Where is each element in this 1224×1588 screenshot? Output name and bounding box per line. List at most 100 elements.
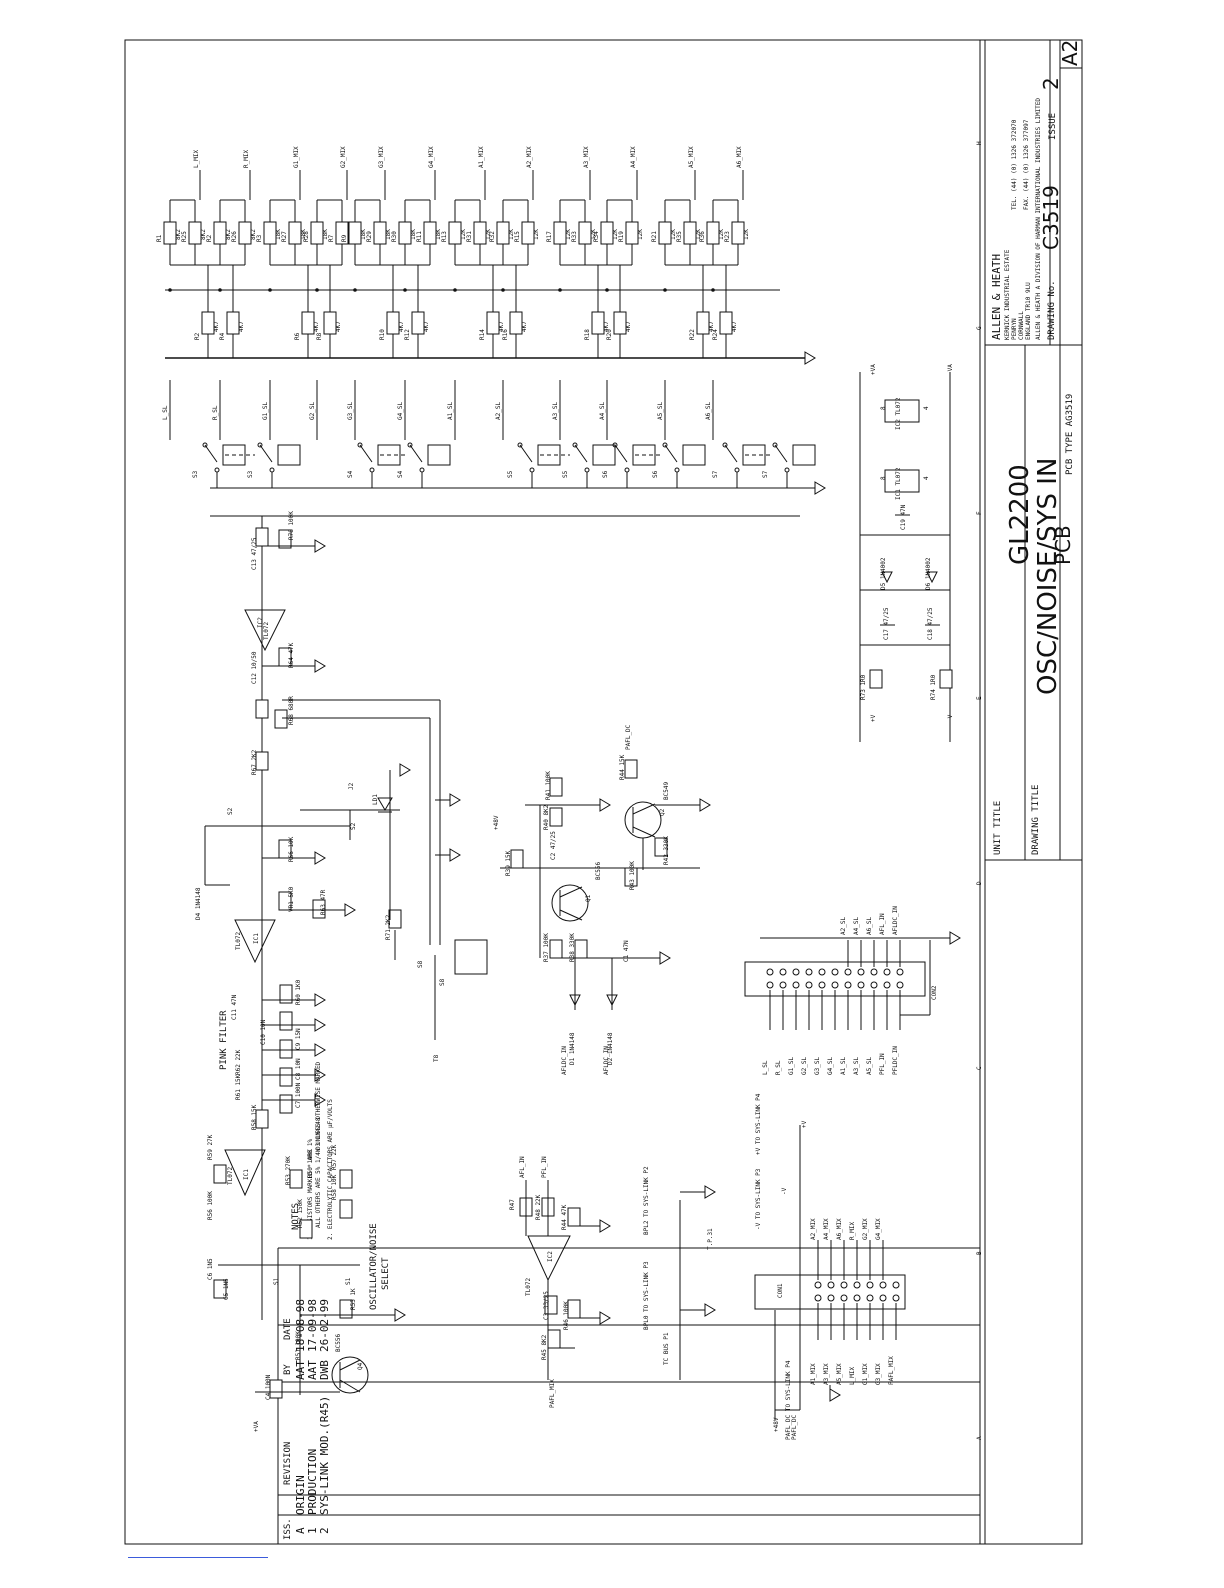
- ic-label: IC1: [253, 933, 260, 944]
- switch-contact: [734, 467, 740, 473]
- osc-component-label: R51 100K: [295, 1331, 302, 1360]
- con2-pin: [831, 968, 839, 976]
- con2-pin-label: R_SL: [775, 1060, 782, 1075]
- mix-output-label: A6_MIX: [736, 146, 743, 168]
- con2-pin-b-label: AFL_IN: [879, 913, 886, 935]
- pfl-component-label: R40 8K2: [543, 804, 550, 830]
- ground-arrow: [344, 903, 356, 917]
- grid-letter: C: [976, 1066, 983, 1070]
- mid-resistor-ref: R6: [294, 332, 301, 340]
- junction-dot: [663, 288, 667, 292]
- junction-dot: [711, 288, 715, 292]
- mid-resistor-ref: R8: [316, 332, 323, 340]
- sl-input-label: G1_SL: [262, 402, 269, 420]
- ground-arrow: [599, 798, 611, 812]
- con1-pin-label: A3_MIX: [823, 1363, 830, 1385]
- top-resistor-value: 12K: [637, 229, 644, 240]
- mix-output-label: L_MIX: [193, 150, 200, 168]
- con1-pin-label: L_MIX: [849, 1367, 856, 1385]
- osc-component-label: D4 1N4148: [195, 887, 202, 920]
- osc-component-label: C11 47N: [231, 994, 238, 1020]
- osc-component-label: R60 1K0: [295, 979, 302, 1005]
- switch-ref: S4: [397, 470, 404, 478]
- con1-pin-b-label: A6_MIX: [836, 1218, 843, 1240]
- power-component-label: C19 47N: [900, 504, 907, 530]
- rev-row-1-iss: A: [294, 1527, 307, 1534]
- q4-transistor-symbol: [331, 1356, 369, 1394]
- rev-header-date: DATE: [283, 1318, 293, 1340]
- con2-pin: [896, 968, 904, 976]
- top-resistor-value: 18K: [435, 229, 442, 240]
- ground-arrow: [829, 1388, 841, 1402]
- osc-component-label: R66 10K: [288, 836, 295, 862]
- con2-pin: [870, 981, 878, 989]
- mid-resistor-value: 4K7: [603, 321, 610, 332]
- select-label: SELECT: [381, 1257, 391, 1290]
- con2-pin: [896, 981, 904, 989]
- junction-dot: [353, 288, 357, 292]
- con1-pin: [840, 1294, 848, 1302]
- mid-resistor-value: 4K7: [731, 321, 738, 332]
- switch-contact: [624, 467, 630, 473]
- switch-blade: [724, 444, 738, 463]
- switch-contact: [517, 442, 523, 448]
- ground-arrow: [394, 1308, 406, 1322]
- sl-input-label: R_SL: [212, 405, 219, 420]
- sl-input-label: G3_SL: [347, 402, 354, 420]
- con1-pin: [827, 1281, 835, 1289]
- top-resistor-value: 12K: [695, 229, 702, 240]
- con1-pin: [853, 1294, 861, 1302]
- grid-letter: H: [976, 141, 983, 145]
- pfl-component-label: R41 100K: [545, 771, 552, 800]
- q4-ref-label: Q4: [357, 1362, 364, 1370]
- switch-contact: [214, 467, 220, 473]
- ic-label: IC2: [257, 617, 264, 628]
- power-ic-label: IC2 TL072: [895, 397, 902, 430]
- top-resistor-ref: R23: [724, 231, 731, 242]
- ic2-component-label: C3 33/25: [543, 1291, 550, 1320]
- osc-component-label: R55 1K: [350, 1288, 357, 1310]
- syslink-label: BPL0 TO SYS-LINK P3: [643, 1261, 650, 1330]
- osc-switch-label: S8: [417, 960, 424, 968]
- switch-ref: S5: [562, 470, 569, 478]
- mid-resistor-value: 4K7: [625, 321, 632, 332]
- rail-label: +V: [870, 714, 877, 722]
- mid-resistor-value: 4K7: [213, 321, 220, 332]
- osc-component-label: C8 10N: [295, 1058, 302, 1080]
- ic2-component-label: R45 8K2: [541, 1334, 548, 1360]
- con2-pin-label: G2_SL: [801, 1057, 808, 1075]
- top-resistor-value: 12K: [670, 229, 677, 240]
- top-resistor-value: 12K: [533, 229, 540, 240]
- ground-arrow: [449, 848, 461, 862]
- top-resistor-ref: R34: [593, 231, 600, 242]
- ground-arrow: [314, 1018, 326, 1032]
- ic-pin-label: 8: [880, 406, 887, 410]
- ground-arrow: [314, 539, 326, 553]
- con2-pin: [779, 968, 787, 976]
- top-resistor-ref: R17: [546, 231, 553, 242]
- sl-input-label: A1_SL: [447, 402, 454, 420]
- top-resistor-ref: R26: [231, 231, 238, 242]
- mix-output-label: G4_MIX: [428, 146, 435, 168]
- ic-pin-label: 8: [880, 476, 887, 480]
- osc-component-label: D3 1N4148: [315, 1117, 322, 1150]
- osc-component-label: R52 150K: [297, 1199, 304, 1228]
- q1-transistor-symbol: [551, 884, 589, 922]
- switch-blade: [574, 444, 588, 463]
- mid-resistor-ref: R16: [502, 329, 509, 340]
- ic-label: TL072: [235, 932, 242, 950]
- rev-row-2-date: 17-09-98: [306, 1299, 319, 1352]
- switch-ref: S7: [712, 470, 719, 478]
- pink-filter-label: PINK FILTER: [219, 1010, 229, 1070]
- ic2-component-label: R47: [509, 1199, 516, 1210]
- con1-pin: [853, 1281, 861, 1289]
- ground-arrow: [599, 1219, 611, 1233]
- top-resistor-ref: R36: [699, 231, 706, 242]
- con1-pin: [892, 1294, 900, 1302]
- top-resistor-value: 18K: [300, 229, 307, 240]
- osc-component-label: VR1 5K0: [288, 886, 295, 912]
- connectors: [679, 937, 950, 1420]
- osc-switch-label: T8: [433, 1054, 440, 1062]
- ground-arrow: [599, 1311, 611, 1325]
